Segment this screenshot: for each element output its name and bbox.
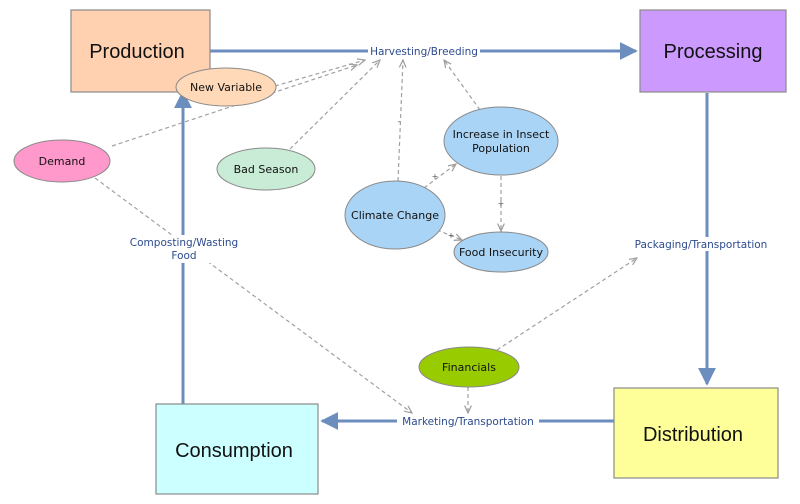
insect-population-oval[interactable] bbox=[443, 106, 559, 176]
consumption-box[interactable] bbox=[155, 403, 319, 495]
demand-oval[interactable] bbox=[13, 139, 111, 183]
climate-to-insect-sign: + bbox=[432, 172, 439, 181]
packaging-transportation-label: Packaging/Transportation bbox=[635, 239, 768, 251]
financials-to-packaging-arrow bbox=[496, 258, 637, 351]
bad-season-oval[interactable] bbox=[216, 147, 316, 191]
marketing-transportation-label: Marketing/Transportation bbox=[402, 416, 534, 428]
climate-change-label: Climate Change bbox=[351, 209, 439, 222]
insect-population-label-line2: Population bbox=[472, 142, 530, 155]
climate-to-food-insecurity-arrow bbox=[436, 229, 462, 240]
climate-to-insect-arrow bbox=[423, 164, 456, 189]
distribution-box[interactable] bbox=[613, 387, 779, 479]
food-insecurity-label: Food Insecurity bbox=[459, 246, 543, 259]
processing-box[interactable] bbox=[639, 9, 787, 93]
harvesting-breeding-label: Harvesting/Breeding bbox=[370, 46, 478, 58]
financials-label: Financials bbox=[442, 361, 496, 374]
new-variable-label: New Variable bbox=[190, 81, 262, 94]
composting-food-label: Food bbox=[171, 250, 196, 262]
processing-label: Processing bbox=[664, 41, 763, 63]
bad-season-to-harvesting-arrow bbox=[289, 60, 380, 150]
climate-change-oval[interactable] bbox=[344, 180, 446, 250]
financials-oval[interactable] bbox=[418, 346, 520, 388]
insect-to-food-sign: + bbox=[498, 199, 505, 208]
production-label: Production bbox=[89, 41, 185, 63]
distribution-label: Distribution bbox=[643, 424, 743, 446]
demand-to-marketing-arrow bbox=[94, 177, 412, 413]
insect-to-harvesting-arrow bbox=[444, 60, 481, 111]
bad-season-label: Bad Season bbox=[234, 163, 299, 176]
food-insecurity-oval[interactable] bbox=[453, 231, 549, 273]
climate-to-harvesting-arrow bbox=[397, 60, 403, 182]
consumption-label: Consumption bbox=[175, 440, 293, 462]
composting-wasting-label: Composting/Wasting bbox=[130, 237, 238, 249]
new-variable-to-harvesting-arrow bbox=[274, 60, 365, 87]
demand-label: Demand bbox=[39, 155, 86, 168]
climate-to-food-sign: + bbox=[448, 231, 455, 240]
climate-to-harvest-sign: - bbox=[398, 117, 401, 126]
insect-population-label-line1: Increase in Insect bbox=[453, 128, 550, 141]
new-variable-oval[interactable] bbox=[175, 67, 277, 107]
